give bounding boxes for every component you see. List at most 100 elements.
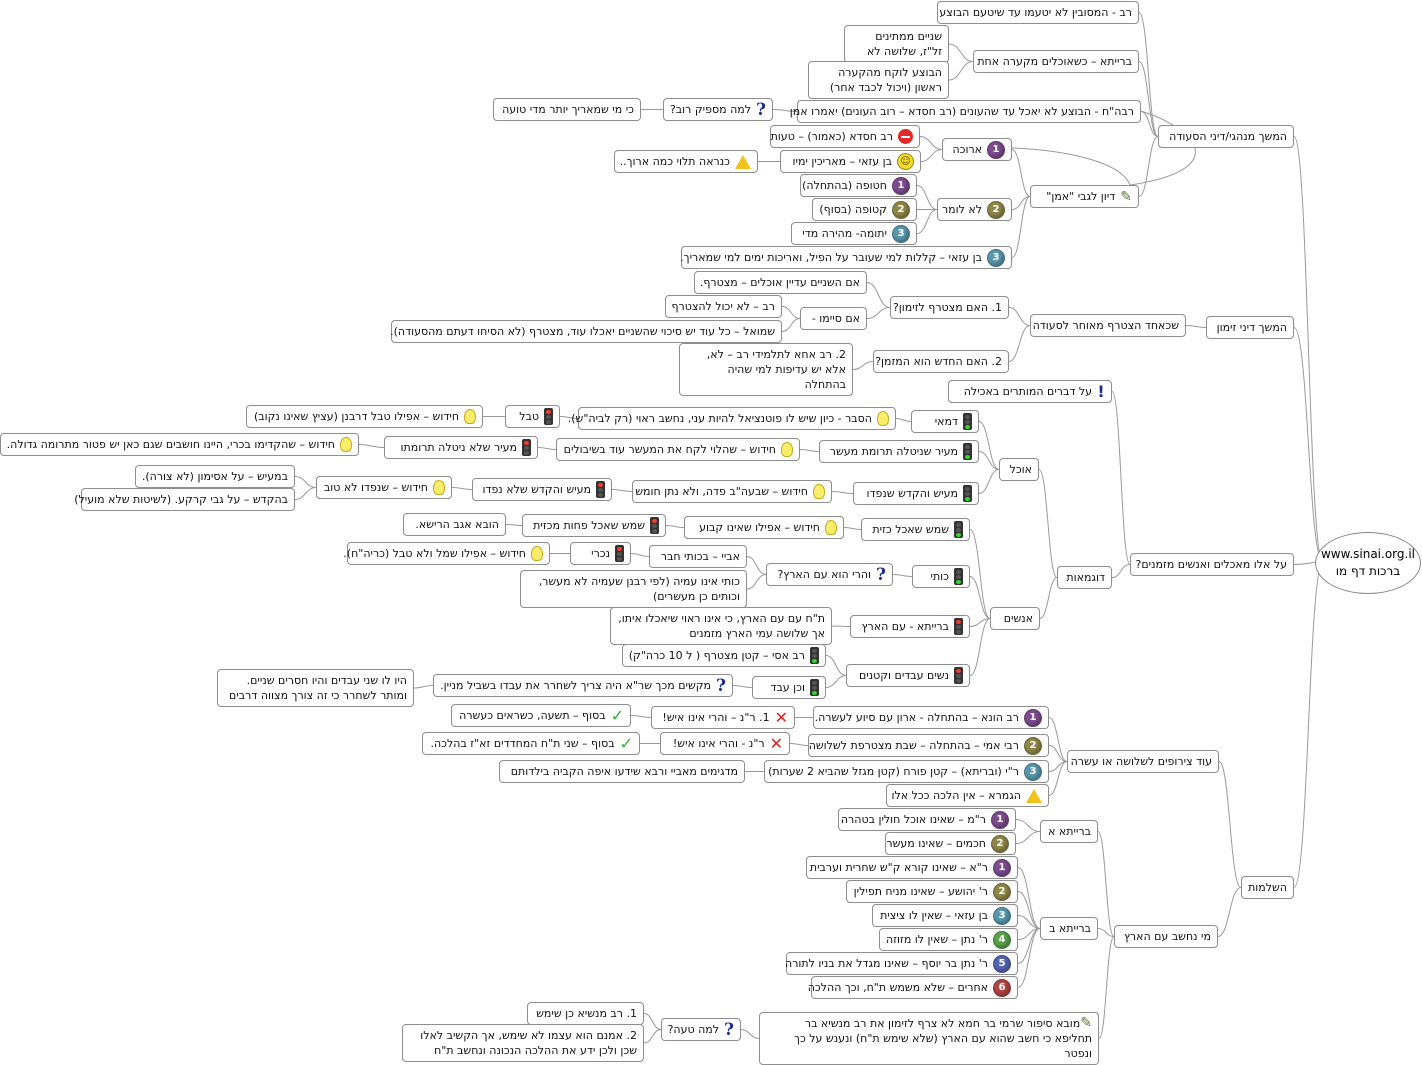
topic-b2-a2[interactable]: 2. האם החדש הוא המזמן? bbox=[873, 350, 1009, 373]
topic-b3-b[interactable]: דוגמאות bbox=[1057, 566, 1112, 589]
topic-b3-b1c3a[interactable]: במעיש – על אסימון (לא צורה). bbox=[135, 465, 295, 488]
topic-b1-d1a[interactable]: רב חסדא (כאמור) – טעות bbox=[770, 125, 920, 148]
topic-b4-b1[interactable]: ברייתא א bbox=[1040, 820, 1098, 843]
topic-b3-b2b1[interactable]: ?והרי הוא עם הארץ? bbox=[766, 563, 893, 586]
topic-b3-b1b3[interactable]: חידוש – שהקדימו בכרי, היינו חושבים שגם כ… bbox=[0, 433, 359, 456]
topic-b3-b2d3[interactable]: ?מקשים מכך שר"א היה צריך לשחרר את עבדו ב… bbox=[433, 674, 733, 697]
topic-label: בהקדש – על גבי קרקע. (לשיטות שלא מועיל) bbox=[74, 493, 288, 506]
topic-b4-b3q1[interactable]: 1. רב מנשיא כן שימש bbox=[527, 1002, 644, 1025]
topic-b4-a1r[interactable]: ✕1. ר"נ – והרי אינו איש! bbox=[651, 706, 795, 729]
topic-b1-d1b1[interactable]: כנראה תלוי כמה ארוך.. bbox=[614, 150, 758, 173]
topic-b4-b2[interactable]: ברייתא ב bbox=[1040, 917, 1098, 940]
topic-b3-b2c[interactable]: ברייתא - עם הארץ bbox=[850, 615, 970, 638]
topic-b3-b2b1c[interactable]: חידוש – אפילו שמל ולא טבל (כריה"ח). bbox=[343, 542, 550, 565]
topic-b3-b2c1[interactable]: ת"ח עם עם הארץ, כי אינו ראוי שיאכלו איתו… bbox=[610, 607, 832, 645]
topic-b3-b2a2[interactable]: שמש שאכל פחות מכזית bbox=[522, 514, 666, 537]
topic-b3-b1b1[interactable]: חידוש – שהלוי לקח את המעשר עוד בשיבולים bbox=[556, 438, 800, 461]
topic-b4-b[interactable]: מי נחשב עם הארץ bbox=[1114, 925, 1218, 948]
topic-label: רב חסדא (כאמור) – טעות bbox=[770, 130, 893, 143]
topic-b3-b1c3[interactable]: חידוש – שנפדו לא טוב bbox=[316, 476, 452, 499]
topic-b4-a4[interactable]: הגמרא – אין הלכה ככל אלו bbox=[886, 784, 1049, 807]
topic-b2-a[interactable]: שכאחד הצטרף מאוחר לסעודה bbox=[1030, 314, 1186, 337]
topic-b3-b1c2[interactable]: מעיש והקדש שלא נפדו bbox=[472, 478, 612, 501]
topic-b3-b2a1[interactable]: חידוש – אפילו שאינו קבוע bbox=[684, 516, 844, 539]
topic-b1-b2[interactable]: הבוצע לוקח מהקערה ראשון (ויכול לכבד אחר) bbox=[808, 61, 949, 99]
topic-b3-b2d1[interactable]: רב אסי – קטן מצטרף ( ל 10 כרה"ק) bbox=[622, 644, 826, 667]
connector-line bbox=[1138, 61, 1159, 137]
topic-b1-a[interactable]: רב - המסובין לא יטעמו עד שיטעם הבוצע bbox=[937, 1, 1139, 24]
topic-b4-b3q2[interactable]: 2. אמנם הוא עצמו לא שימש, אך הקשיב לאלו … bbox=[402, 1024, 644, 1062]
topic-b3-b1c3b[interactable]: בהקדש – על גבי קרקע. (לשיטות שלא מועיל) bbox=[74, 488, 295, 511]
topic-b2-a2a[interactable]: 2. רב אחא לתלמידי רב – לא, אלא יש עדיפות… bbox=[679, 343, 853, 396]
branch-meal-customs[interactable]: המשך מנהגי/דיני הסעודה bbox=[1158, 125, 1294, 148]
topic-b4-b3[interactable]: ✎מובא סיפור שרמי בר חמא לא צרף לזימון את… bbox=[759, 1012, 1099, 1065]
topic-b4-a[interactable]: עוד צירופים לשלושה או עשרה bbox=[1067, 750, 1219, 773]
topic-b3-b2b[interactable]: כותי bbox=[912, 565, 970, 588]
topic-b3-b1c[interactable]: מעיש והקדש שנפדו bbox=[853, 482, 979, 505]
topic-b3-b2d2[interactable]: וכן עבד bbox=[752, 676, 826, 699]
topic-b1-c[interactable]: רבה"ח - הבוצע לא יאכל עד שהעונים (רב חסד… bbox=[790, 100, 1141, 123]
topic-b2-a1a[interactable]: אם השניים עדיין אוכלים – מצטרף. bbox=[694, 271, 867, 294]
topic-b3-b1a[interactable]: דמאי bbox=[911, 410, 979, 433]
topic-b3-b2[interactable]: אנשים bbox=[990, 607, 1040, 630]
branch-zimun-laws[interactable]: המשך דיני זימון bbox=[1206, 316, 1294, 339]
topic-b3-b2a3[interactable]: הובא אגב הרישא. bbox=[403, 513, 506, 536]
topic-b4-a2rr[interactable]: ✓בסוף – שני ת"ח המחדדים זא"ז בהלכה. bbox=[422, 732, 640, 755]
topic-b3-a[interactable]: !על דברים המותרים באכילה bbox=[948, 380, 1112, 403]
connector-line bbox=[1138, 136, 1159, 197]
topic-label: חטופה (בהתחלה) bbox=[802, 179, 887, 192]
topic-b3-b2b1d[interactable]: כותי אינו עמיה (לפי רבנן שעמיה לא מעשר, … bbox=[520, 570, 747, 608]
topic-b3-b1a1[interactable]: הסבר - כיון שיש לו פוטנציאל להיות עני, נ… bbox=[568, 407, 896, 430]
topic-b3-b1b2[interactable]: מעיר שלא ניטלה תרומתו bbox=[384, 436, 538, 459]
branch-supplements[interactable]: השלמות bbox=[1241, 876, 1294, 899]
topic-b3-b2b1a[interactable]: אביי – בכותי חבר bbox=[649, 545, 747, 568]
topic-b3-b1a2[interactable]: טבל bbox=[505, 405, 560, 428]
topic-b1-b1[interactable]: שניים ממתינים זל"ז, שלושה לא bbox=[844, 25, 949, 63]
topic-label: הבוצע לוקח מהקערה ראשון (ויכול לכבד אחר) bbox=[829, 66, 942, 94]
topic-b2-a1[interactable]: 1. האם מצטרף לזימון? bbox=[890, 296, 1009, 319]
branch-foods-and-people[interactable]: על אלו מאכלים ואנשים מזמנים? bbox=[1130, 553, 1294, 576]
topic-b4-a3r[interactable]: מדגימים מאביי ורבא שידעו איפה הקביה בילד… bbox=[499, 760, 745, 783]
topic-b4-a1rr[interactable]: ✓בסוף – תשעה, כשראים כעשרה bbox=[451, 704, 631, 727]
topic-label: היו לו שני עבדים והיו חסרים שניים. ומותר… bbox=[229, 674, 407, 702]
topic-b4-b3q[interactable]: ?למה טעה? bbox=[661, 1018, 741, 1041]
topic-label: כותי bbox=[930, 570, 949, 583]
topic-b3-b1c1[interactable]: חידוש – שבעה"ב פדה, ולא נתן חומש bbox=[632, 480, 832, 503]
topic-b1-d[interactable]: ✎דיון לגבי "אמן" bbox=[1030, 185, 1139, 208]
topic-b3-b2a[interactable]: שמש שאכל כזית bbox=[861, 518, 970, 541]
topic-b4-a2r[interactable]: ✕ר"נ - והרי אינו איש! bbox=[660, 732, 790, 755]
root-node[interactable]: www.sinai.org.il ברכות דף מו bbox=[1315, 532, 1421, 594]
topic-b2-a1b1[interactable]: רב – לא יכול להצטרף bbox=[665, 295, 782, 318]
topic-b1-c-q[interactable]: ?למה מספיק רוב? bbox=[663, 98, 773, 121]
topic-b3-b1a3[interactable]: חידוש – אפילו טבל דרבנן (עציץ שאינו נקוב… bbox=[246, 405, 483, 428]
topic-b3-b2d[interactable]: נשים עבדים וקטנים bbox=[846, 664, 970, 687]
topic-b1-d1b[interactable]: ☺בן עזאי – מאריכין ימיו bbox=[780, 150, 921, 173]
topic-b2-a1b2[interactable]: שמואל – כל עוד יש סיכוי שהשניים יאכלו עו… bbox=[390, 320, 782, 343]
topic-b3-b1[interactable]: אוכל bbox=[999, 458, 1039, 481]
topic-b1-c-q1[interactable]: כי מי שמאריך יותר מדי טועה bbox=[493, 98, 641, 121]
topic-b2-a1b[interactable]: אם סיימו - bbox=[800, 307, 867, 330]
topic-b3-b2b1b[interactable]: נכרי bbox=[570, 542, 631, 565]
connector-line bbox=[1097, 831, 1115, 937]
topic-b3-b2d4[interactable]: היו לו שני עבדים והיו חסרים שניים. ומותר… bbox=[217, 669, 414, 707]
topic-label: מובא סיפור שרמי בר חמא לא צרף לזימון את … bbox=[794, 1017, 1092, 1060]
topic-b3-b1b[interactable]: מעיר שניטלה תרומת מעשר bbox=[819, 440, 979, 463]
topic-b1-b[interactable]: ברייתא – כשאוכלים מקערה אחת bbox=[973, 50, 1139, 73]
